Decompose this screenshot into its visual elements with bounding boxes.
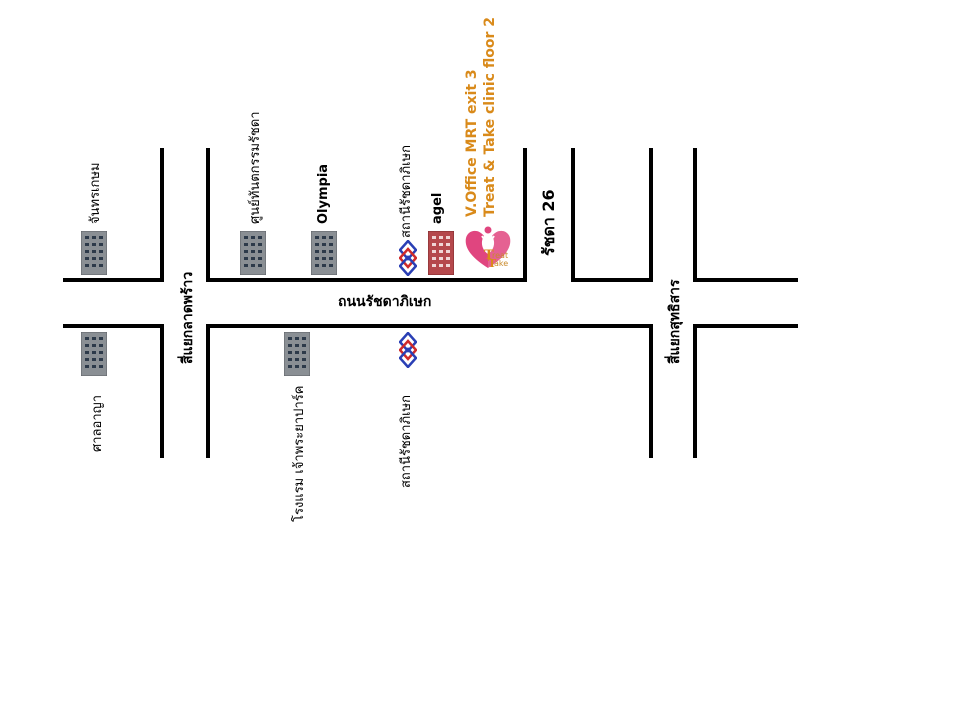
- ratchada26-label: รัชดา 26: [539, 189, 558, 256]
- place-label-olympia: Olympia: [316, 163, 331, 224]
- building-icon-agel: [428, 231, 454, 275]
- road-edge-top-mid: [207, 278, 526, 282]
- logo-text-ake: ake: [494, 259, 508, 268]
- main-road-label: ถนนรัชดาภิเษก: [338, 294, 432, 310]
- road-sutthisan-right-lower: [693, 324, 697, 458]
- building-icon-chankasem: [81, 231, 107, 275]
- lat-phrao-intersection-label: สี่แยกลาดพร้าว: [180, 271, 196, 364]
- logo-text-reat: reat: [492, 251, 508, 260]
- road-sutthisan-right-upper: [693, 148, 697, 282]
- place-label-vclinic-line2: Treat & Take clinic floor 2: [482, 17, 498, 217]
- building-icon-court: [81, 332, 107, 376]
- place-label-court: ศาลอาญา: [90, 394, 105, 452]
- place-label-chankasem: จันทรเกษม: [88, 162, 103, 224]
- building-icon-convention: [240, 231, 266, 275]
- road-edge-bottom-left: [63, 324, 163, 328]
- road-edge-bottom-mid: [207, 324, 652, 328]
- mrt-station-icon-bottom: [399, 332, 417, 368]
- road-edge-bottom-right: [694, 324, 798, 328]
- road-ratchada26-left: [523, 148, 527, 282]
- building-icon-hotel: [284, 332, 310, 376]
- road-lat-phrao-left-upper: [160, 148, 164, 282]
- place-label-mrt-top: สถานีรัชดาภิเษก: [399, 145, 414, 238]
- logo-letter-t1: T: [484, 248, 494, 263]
- treat-take-logo-icon: T reat T ake: [465, 226, 511, 270]
- building-icon-olympia: [311, 231, 337, 275]
- road-ratchada26-right: [571, 148, 575, 282]
- place-label-mrt-bottom: สถานีรัชดาภิเษก: [399, 395, 414, 488]
- road-edge-top-right-b: [694, 278, 798, 282]
- place-label-hotel: โรงแรม เจ้าพระยาปาร์ค: [292, 385, 307, 522]
- place-label-vclinic-line1: V.Office MRT exit 3: [464, 69, 480, 217]
- logo-letter-t2: T: [488, 257, 497, 270]
- sutthisan-intersection-label: สี่แยกสุทธิสาร: [667, 279, 683, 365]
- mrt-station-icon-top: [399, 240, 417, 276]
- road-edge-top-right-a: [572, 278, 652, 282]
- road-lat-phrao-left-lower: [160, 324, 164, 458]
- road-lat-phrao-right-upper: [206, 148, 210, 282]
- road-sutthisan-left-lower: [649, 324, 653, 458]
- road-sutthisan-left-upper: [649, 148, 653, 282]
- road-lat-phrao-right-lower: [206, 324, 210, 458]
- place-label-agel: agel: [430, 192, 445, 224]
- place-label-convention: ศูนย์ทันตกรรมรัชดา: [248, 111, 263, 224]
- road-edge-top-left: [63, 278, 163, 282]
